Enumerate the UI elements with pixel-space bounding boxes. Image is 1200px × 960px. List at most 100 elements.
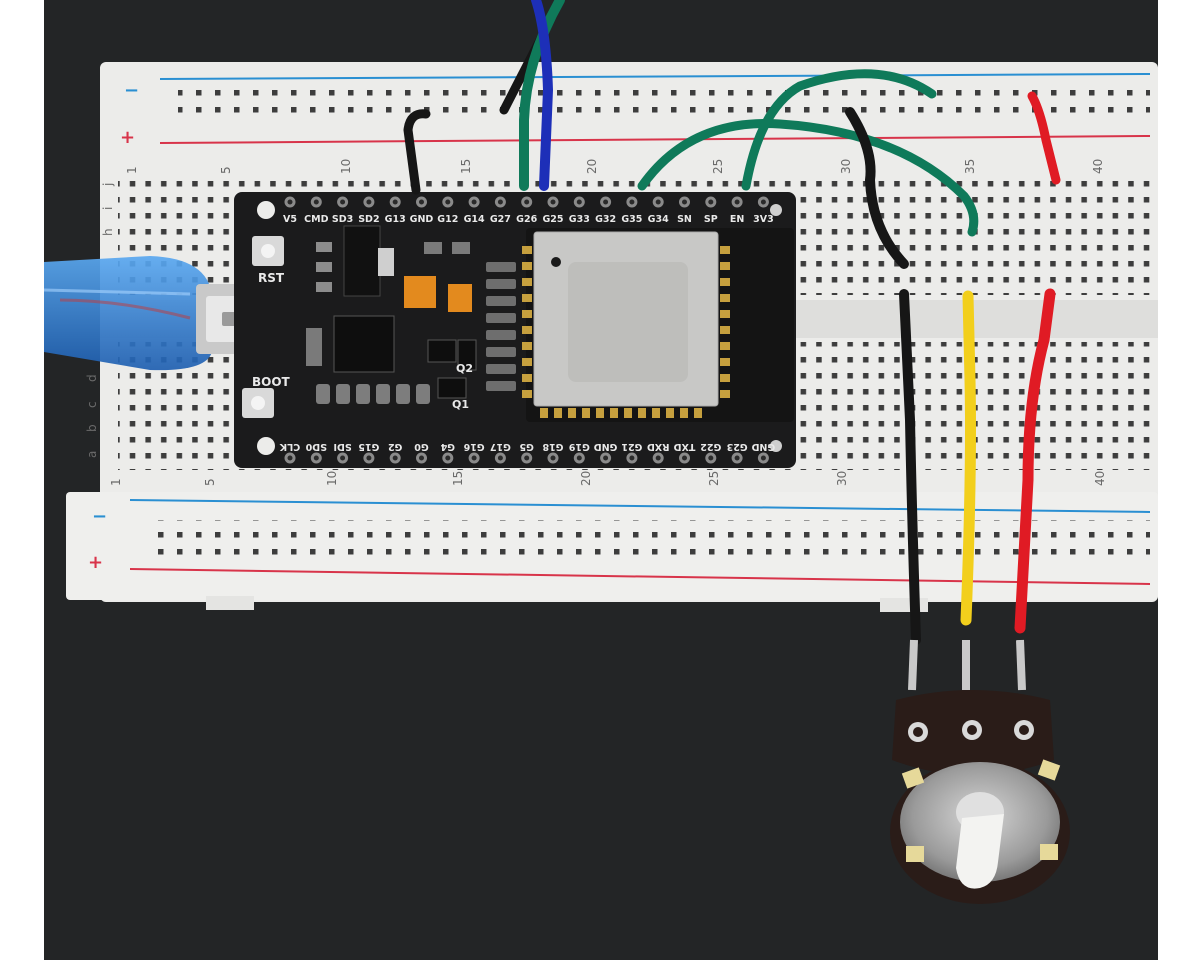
yellow-pot-wire	[960, 290, 976, 626]
header-pin-hole	[760, 455, 766, 461]
module-pad	[624, 408, 632, 418]
top-pin-label: G13	[385, 214, 406, 225]
module-pad	[720, 278, 730, 286]
bottom-pin-label: G23	[727, 441, 748, 452]
top-pin-label: G27	[490, 214, 511, 225]
smd-resistor	[486, 296, 516, 306]
header-pin-hole	[366, 455, 372, 461]
bottom-pin-label: G2	[388, 441, 402, 452]
header-pin-hole	[287, 199, 293, 205]
top-column-number: 10	[339, 159, 353, 174]
smd-resistor	[486, 262, 516, 272]
bottom-column-number: 1	[109, 478, 123, 486]
top-pin-label: G33	[569, 214, 590, 225]
header-pin-hole	[392, 199, 398, 205]
top-column-number: 35	[963, 159, 977, 174]
smd-resistors	[316, 262, 516, 404]
row-letter: i	[101, 207, 115, 210]
row-letter: h	[101, 228, 115, 236]
header-pin-hole	[497, 199, 503, 205]
module-pad	[652, 408, 660, 418]
top-column-number: 5	[219, 166, 233, 174]
module-pad	[720, 374, 730, 382]
bottom-column-number: 20	[579, 471, 593, 486]
top-pin-label: G32	[595, 214, 616, 225]
module-pad	[720, 342, 730, 350]
module-pads	[522, 246, 730, 418]
top-pin-label: G26	[516, 214, 537, 225]
bottom-rail-minus: −	[92, 506, 107, 527]
top-pin-header	[284, 196, 769, 208]
row-letter: c	[85, 401, 99, 408]
module-pad	[720, 246, 730, 254]
row-letter: d	[85, 374, 99, 382]
top-pin-label: 3V3	[753, 214, 774, 225]
header-pin-hole	[708, 199, 714, 205]
top-pin-label: EN	[730, 214, 744, 225]
header-pin-hole	[603, 455, 609, 461]
module-pad	[680, 408, 688, 418]
red-pot-wire	[1014, 288, 1056, 634]
top-pin-label: G25	[542, 214, 563, 225]
bottom-pin-label: G16	[463, 441, 484, 452]
green-3v3-wire	[741, 69, 937, 191]
top-pin-label: G35	[621, 214, 642, 225]
smd-resistor	[486, 313, 516, 323]
module-pad	[522, 390, 532, 398]
top-column-number: 20	[585, 159, 599, 174]
pot-knob-shaft	[956, 814, 1004, 889]
bottom-column-number: 25	[707, 471, 721, 486]
header-pin-hole	[682, 455, 687, 461]
module-pad	[720, 262, 730, 270]
top-column-number: 30	[839, 159, 853, 174]
module-pad	[568, 408, 576, 418]
smd-resistor	[486, 381, 516, 391]
bottom-column-number: 10	[325, 471, 339, 486]
boot-label: BOOT	[252, 375, 291, 389]
top-pin-label: G14	[464, 214, 485, 225]
bottom-pin-header	[284, 452, 769, 464]
bottom-pin-label: G15	[358, 441, 379, 452]
top-rail-minus: −	[124, 80, 139, 101]
row-letter: j	[101, 183, 115, 187]
header-pin-hole	[734, 455, 740, 461]
module-pad	[638, 408, 646, 418]
bottom-pin-label: G19	[569, 441, 590, 452]
header-pin-hole	[734, 199, 740, 205]
rst-button[interactable]	[252, 236, 284, 266]
top-pin-label: G34	[648, 214, 669, 225]
header-pin-hole	[419, 455, 424, 461]
module-pad	[522, 294, 532, 302]
header-pin-hole	[550, 199, 556, 205]
blue-g25-wire	[531, 0, 553, 191]
black-gnd-wire	[403, 109, 431, 195]
bottom-rail-plus: +	[88, 552, 103, 573]
row-letter: a	[85, 451, 99, 458]
smd-resistor	[336, 384, 350, 404]
module-pad	[522, 358, 532, 366]
boot-button[interactable]	[242, 388, 274, 418]
bottom-pin-label: SDI	[333, 441, 351, 452]
header-pin-hole	[708, 455, 714, 461]
module-pad	[522, 278, 532, 286]
module-pad	[720, 358, 730, 366]
header-pin-hole	[655, 199, 661, 205]
header-pin-hole	[340, 455, 346, 461]
green-g26-wire	[519, 0, 565, 191]
black-rail-wire	[845, 107, 909, 269]
q2-label: Q2	[456, 362, 473, 375]
smd-resistor	[486, 364, 516, 374]
bottom-column-number: 15	[451, 471, 465, 486]
header-pin-hole	[471, 455, 477, 461]
smd-resistor	[486, 347, 516, 357]
rst-label: RST	[258, 271, 285, 285]
header-pin-hole	[313, 455, 319, 461]
bottom-pin-label: GND	[751, 441, 775, 452]
module-pad	[554, 408, 562, 418]
top-column-number: 15	[459, 159, 473, 174]
top-pin-label: V5	[283, 214, 297, 225]
top-pin-label: SD3	[332, 214, 353, 225]
